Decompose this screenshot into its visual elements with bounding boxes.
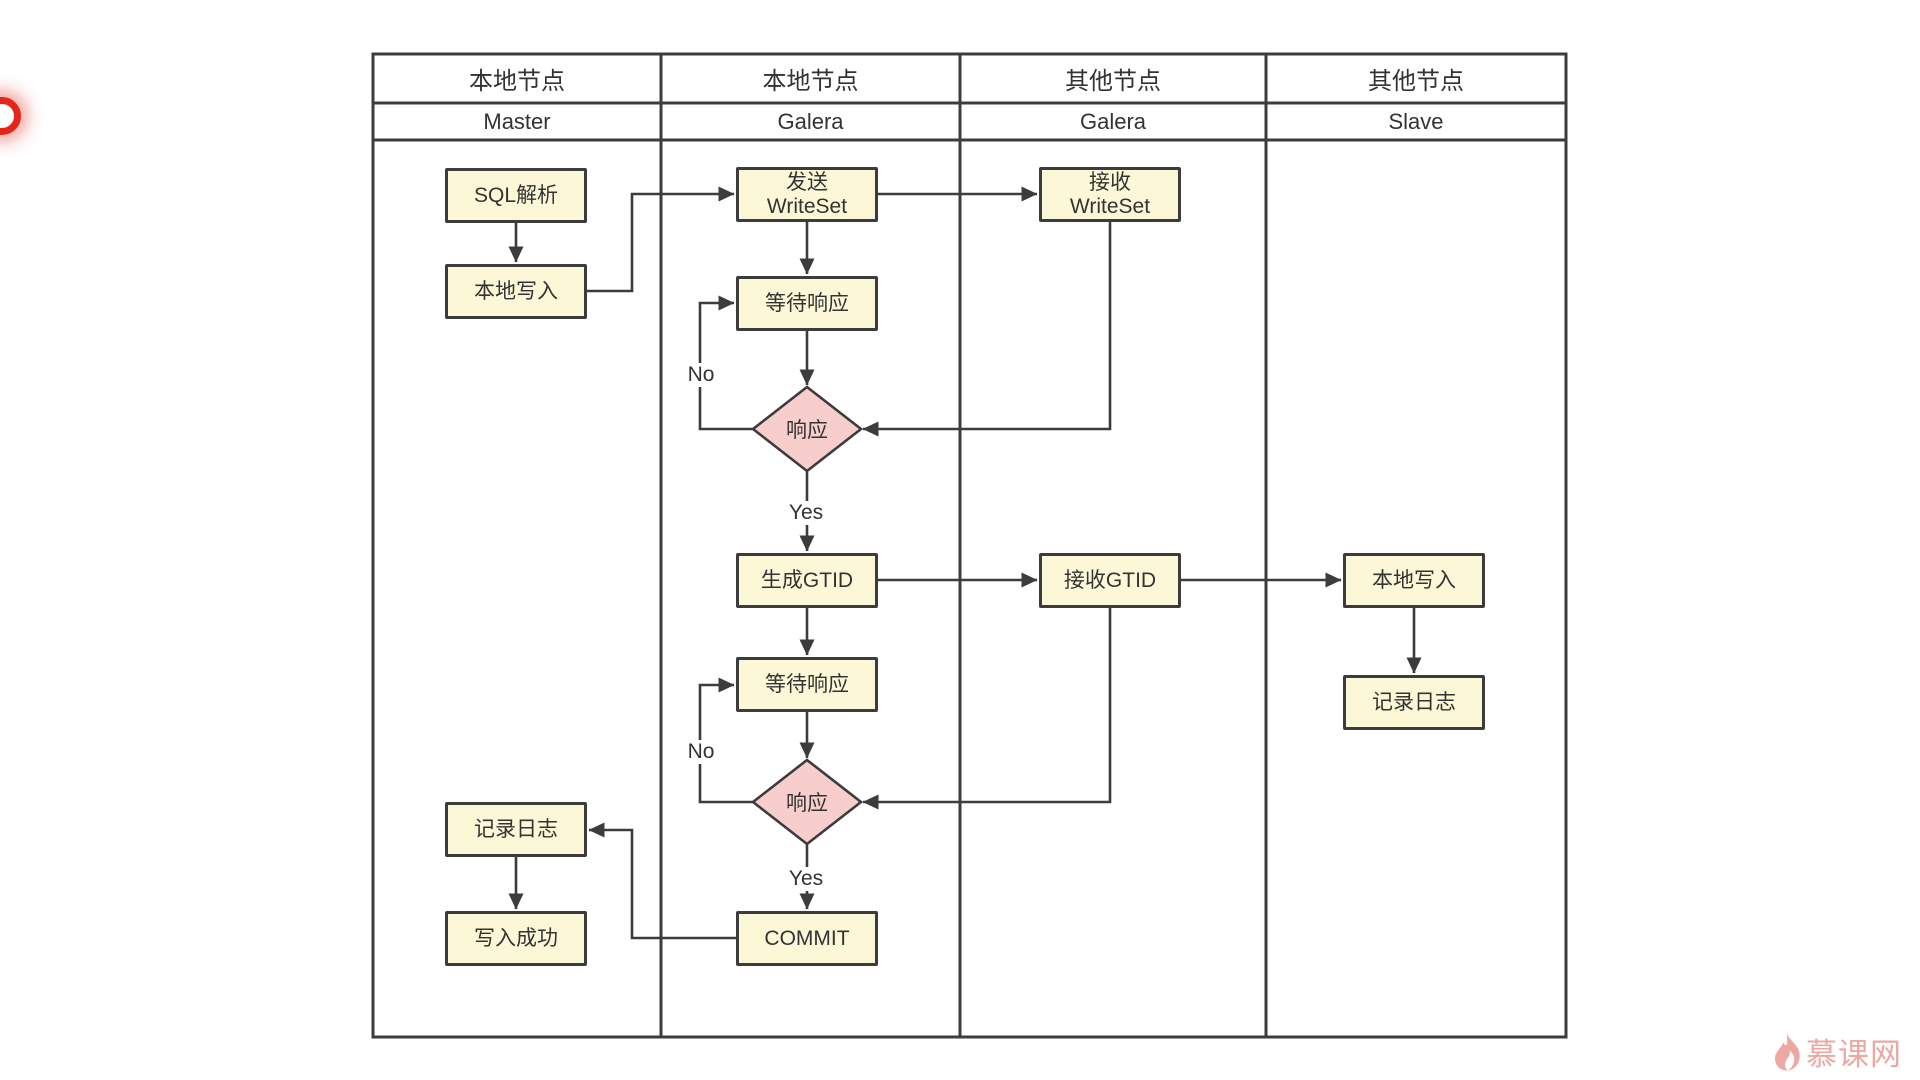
- lane-2-title: 本地节点: [762, 68, 859, 95]
- decision-response-1-label: 响应: [786, 419, 828, 442]
- node-label: 等待响应: [765, 291, 849, 315]
- node-commit: COMMIT: [736, 911, 878, 966]
- node-log-master: 记录日志: [445, 802, 587, 857]
- node-label: 本地写入: [1372, 568, 1456, 592]
- edge-label-yes-2: Yes: [785, 867, 827, 891]
- flame-icon: [1774, 1032, 1800, 1071]
- lane-2-subtitle: Galera: [777, 108, 844, 134]
- node-label-line1: 发送: [786, 170, 828, 194]
- node-label: COMMIT: [764, 926, 850, 950]
- node-label: SQL解析: [473, 183, 559, 207]
- node-label: 生成GTID: [760, 568, 854, 592]
- node-write-success: 写入成功: [445, 911, 587, 966]
- lane-1-subtitle: Master: [483, 108, 551, 134]
- connector-localwrite-sendws: [587, 186, 735, 293]
- edge-label-yes-1: Yes: [785, 501, 827, 525]
- watermark-text: 慕课网: [1806, 1037, 1902, 1072]
- node-receive-gtid: 接收GTID: [1039, 553, 1181, 608]
- node-label-line2: WriteSet: [766, 194, 848, 218]
- node-wait-response-2: 等待响应: [736, 657, 878, 712]
- node-receive-writeset: 接收 WriteSet: [1039, 167, 1181, 222]
- swimlane-grid: [371, 52, 1568, 1039]
- node-send-writeset: 发送 WriteSet: [736, 167, 878, 222]
- lane-3-title: 其他节点: [1065, 68, 1161, 95]
- connector-recvws-resp1: [862, 221, 1112, 437]
- node-wait-response-1: 等待响应: [736, 276, 878, 331]
- lane-4-title: 其他节点: [1368, 68, 1464, 95]
- decision-response-2-label: 响应: [786, 792, 828, 815]
- node-sql-parse: SQL解析: [445, 168, 587, 223]
- node-label: 记录日志: [1372, 690, 1456, 714]
- edge-label-no-2: No: [684, 740, 718, 764]
- red-glow-indicator: [0, 97, 21, 135]
- lane-1-title: 本地节点: [469, 68, 565, 95]
- lane-4-subtitle: Slave: [1388, 108, 1444, 134]
- connector-recvgtid-resp2: [862, 608, 1112, 810]
- node-label: 记录日志: [474, 817, 558, 841]
- node-local-write-master: 本地写入: [445, 264, 587, 319]
- node-local-write-slave: 本地写入: [1343, 553, 1485, 608]
- decision-response-2: [750, 758, 864, 846]
- node-label: 接收GTID: [1063, 568, 1157, 592]
- node-generate-gtid: 生成GTID: [736, 553, 878, 608]
- node-label: 本地写入: [474, 279, 558, 303]
- edge-label-no-1: No: [684, 363, 718, 387]
- watermark: 慕课网: [1774, 1029, 1902, 1074]
- node-log-slave: 记录日志: [1343, 675, 1485, 730]
- lane-3-subtitle: Galera: [1079, 108, 1147, 134]
- node-label: 写入成功: [474, 926, 558, 950]
- connector-commit-logmaster: [588, 822, 736, 940]
- node-label-line1: 接收: [1089, 170, 1131, 194]
- node-label: 等待响应: [765, 672, 849, 696]
- decision-response-1: [750, 385, 864, 473]
- connectors: [508, 186, 1422, 940]
- node-label-line2: WriteSet: [1069, 194, 1151, 218]
